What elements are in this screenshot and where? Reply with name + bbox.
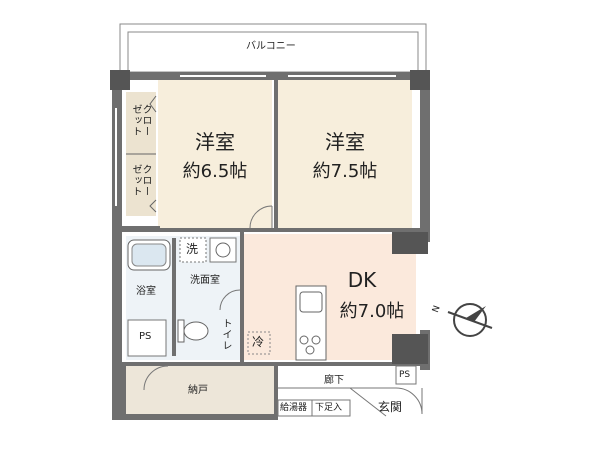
dk-name: DK [347, 268, 377, 292]
closet-top-label: クロー ゼット [130, 104, 151, 137]
western-room-2-floor [278, 80, 412, 228]
corridor-label: 廊下 [324, 375, 344, 386]
closet-doors [126, 95, 157, 213]
compass-icon [447, 303, 493, 337]
western-room-1-name: 洋室 [195, 130, 235, 154]
ps-box-right [395, 365, 417, 385]
door-swings [143, 205, 423, 415]
columns [110, 70, 430, 364]
western-room-1-floor [158, 80, 272, 228]
washroom-label: 洗面室 [190, 275, 220, 286]
washer-label: 洗 [186, 242, 199, 256]
bathroom-label: 浴室 [136, 286, 156, 297]
balcony [119, 23, 427, 73]
balcony-label: バルコニー [246, 41, 296, 52]
corridor-lines [277, 387, 396, 417]
bathtub [127, 239, 171, 271]
ps-right-label: PS [399, 370, 411, 380]
closet-bottom-label: クロー ゼット [130, 164, 151, 197]
western-room-2-size: 約7.5帖 [312, 161, 378, 182]
fridge-space [247, 331, 271, 355]
toilet-fixture [177, 319, 209, 343]
western-room-1-size: 約6.5帖 [182, 161, 248, 182]
shoe-box-label: 下足入 [315, 403, 343, 413]
western-room-2-name: 洋室 [325, 130, 365, 154]
washer-space [179, 237, 237, 263]
storage-label: 納戸 [188, 385, 208, 396]
ps-left-label: PS [139, 331, 152, 342]
kitchen-counter [295, 285, 327, 361]
water-heater-label: 給湯器 [280, 403, 308, 413]
windows [115, 75, 396, 206]
toilet-label: トイレ [220, 318, 231, 351]
fridge-label: 冷 [252, 335, 265, 349]
entrance-label: 玄関 [378, 400, 403, 414]
dk-size: 約7.0帖 [339, 301, 405, 322]
ps-box-left [127, 319, 167, 357]
walls [112, 72, 430, 420]
